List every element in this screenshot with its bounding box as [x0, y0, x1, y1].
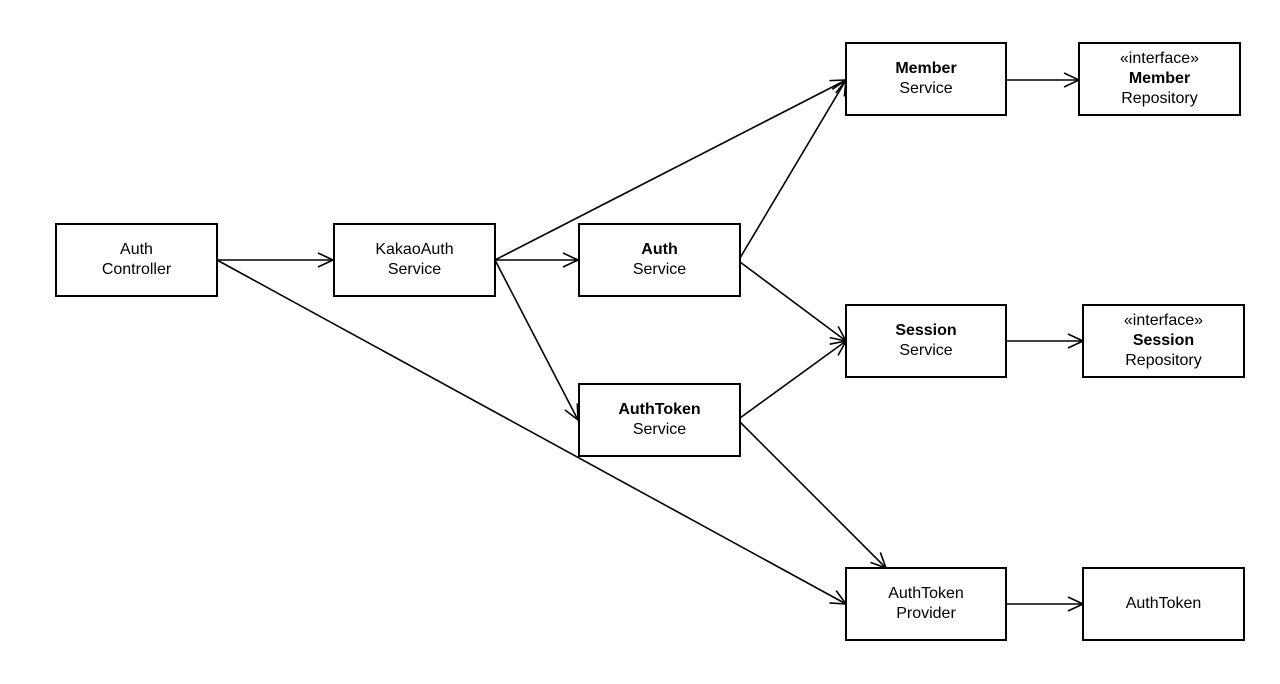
edge-auth-service-to-session-service: [739, 261, 848, 343]
auth-token-node[interactable]: AuthToken: [1082, 567, 1245, 641]
auth-controller-line-1: Auth: [120, 241, 153, 258]
auth-token-service-node[interactable]: AuthToken Service: [578, 383, 741, 457]
edge-auth-service-to-member-service: [739, 78, 847, 259]
edge-auth-token-service-to-auth-token-provider: [739, 421, 888, 570]
session-service-suffix: Service: [899, 342, 953, 359]
auth-token-service-name: AuthToken: [618, 401, 701, 418]
session-service-name: Session: [895, 322, 957, 339]
session-repository-name: Session: [1132, 332, 1195, 349]
session-service-node[interactable]: Session Service: [845, 304, 1007, 378]
auth-token-service-suffix: Service: [632, 421, 687, 438]
auth-token-provider-node[interactable]: AuthToken Provider: [845, 567, 1007, 641]
kakao-auth-service-line-1: KakaoAuth: [375, 241, 454, 258]
kakao-auth-service-line-2: Service: [387, 261, 442, 278]
member-repository-name: Member: [1128, 70, 1191, 87]
edge-kakao-auth-service-to-member-service: [494, 79, 848, 261]
member-repository-stereotype: «interface»: [1119, 50, 1200, 67]
member-service-name: Member: [895, 60, 957, 77]
auth-token-provider-line-1: AuthToken: [888, 585, 964, 602]
member-repository-node[interactable]: «interface» Member Repository: [1078, 42, 1241, 116]
auth-controller-node[interactable]: Auth Controller: [55, 223, 218, 297]
session-repository-suffix: Repository: [1125, 352, 1202, 369]
auth-service-node[interactable]: Auth Service: [578, 223, 741, 297]
session-repository-node[interactable]: «interface» Session Repository: [1082, 304, 1245, 378]
member-service-node[interactable]: Member Service: [845, 42, 1007, 116]
member-service-suffix: Service: [899, 80, 953, 97]
auth-token-line-1: AuthToken: [1125, 595, 1202, 612]
auth-controller-line-2: Controller: [101, 261, 172, 278]
auth-service-name: Auth: [641, 241, 678, 258]
session-repository-stereotype: «interface»: [1123, 312, 1204, 329]
edge-auth-controller-to-auth-token-provider: [216, 259, 848, 605]
kakao-auth-service-node[interactable]: KakaoAuth Service: [333, 223, 496, 297]
auth-token-provider-line-2: Provider: [896, 605, 956, 622]
auth-service-suffix: Service: [632, 261, 687, 278]
member-repository-suffix: Repository: [1121, 90, 1198, 107]
edge-auth-token-service-to-session-service: [739, 339, 848, 419]
edge-kakao-auth-service-to-auth-token-service: [494, 259, 579, 422]
